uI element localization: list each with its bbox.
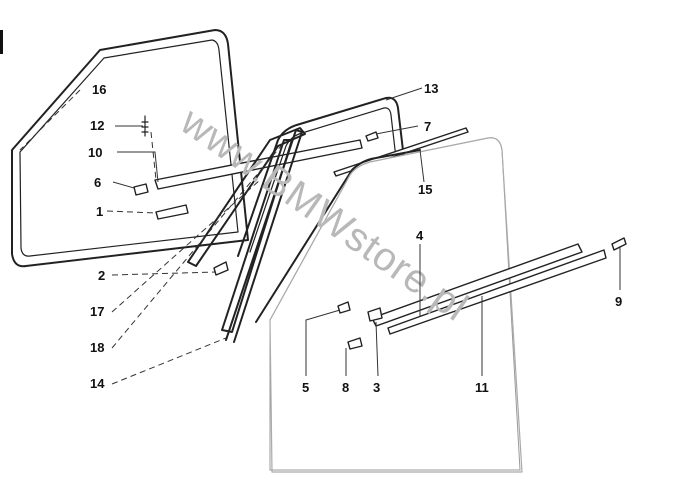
label-11: 11 [475, 380, 489, 395]
strip-11 [387, 249, 607, 335]
clip-6 [133, 183, 149, 196]
label-14: 14 [90, 376, 105, 391]
label-8: 8 [342, 380, 349, 395]
label-15: 15 [418, 182, 432, 197]
label-17: 17 [90, 304, 104, 319]
label-7: 7 [424, 119, 431, 134]
channel-14 [225, 129, 303, 343]
screw-12 [141, 115, 149, 137]
label-13: 13 [424, 81, 438, 96]
label-9: 9 [615, 294, 622, 309]
label-2: 2 [98, 268, 105, 283]
door-shell [269, 137, 523, 473]
edge-bar [0, 30, 3, 54]
label-10: 10 [88, 145, 102, 160]
leader-lines [19, 87, 621, 385]
label-18: 18 [90, 340, 104, 355]
label-16: 16 [92, 82, 106, 97]
label-12: 12 [90, 118, 104, 133]
clip-17 [213, 261, 229, 276]
clip-8 [347, 337, 363, 350]
label-3: 3 [373, 380, 380, 395]
label-5: 5 [302, 380, 309, 395]
clip-9 [611, 237, 627, 251]
frame-13 [237, 96, 411, 257]
channel-15 [255, 149, 421, 323]
strip-2 [187, 127, 306, 267]
label-1: 1 [96, 204, 103, 219]
strip-3 [367, 307, 383, 322]
window-seal-16 [11, 29, 249, 268]
label-4: 4 [416, 228, 424, 243]
callout-labels: 16 12 10 6 1 2 17 18 14 13 7 15 4 9 5 8 … [88, 81, 622, 395]
trim-10 [154, 139, 363, 190]
label-6: 6 [94, 175, 101, 190]
strip-4 [371, 243, 583, 327]
clip-1 [155, 204, 189, 220]
